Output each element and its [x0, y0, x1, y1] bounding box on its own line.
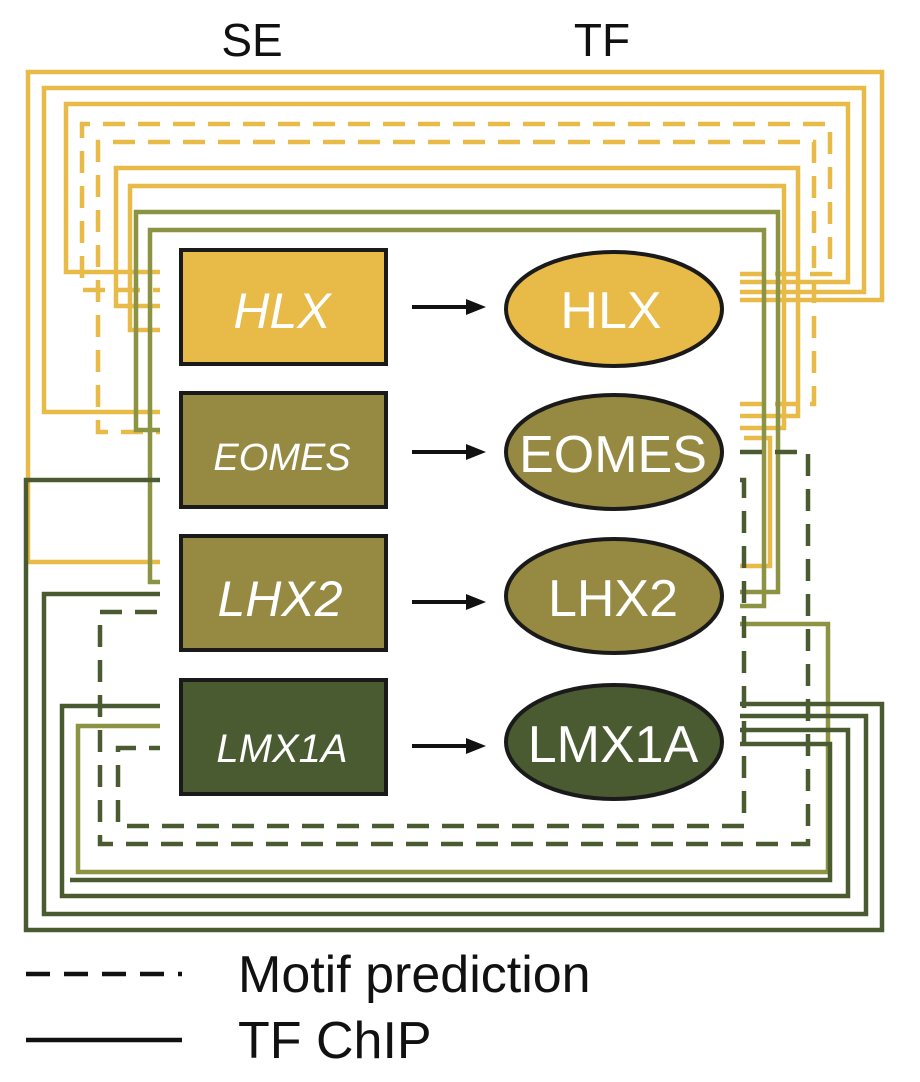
- arrow-lmx1a: [412, 738, 486, 754]
- lmx1a-to-eomes-chip-line: [23, 477, 885, 933]
- expression-arrows: [412, 299, 486, 754]
- tf-node-eomes: EOMES: [504, 393, 724, 511]
- se-box-eomes: EOMES: [179, 391, 388, 509]
- tf-label-hlx: HLX: [560, 282, 661, 340]
- tf-node-lhx2: LHX2: [504, 537, 724, 655]
- tf-node-lmx1a: LMX1A: [504, 683, 724, 801]
- hlx-to-lhx2-chip-line: [25, 69, 885, 565]
- legend-dashed-label: Motif prediction: [238, 946, 591, 1004]
- tf-ellipse-eomes: [504, 393, 724, 511]
- tf-node-hlx: HLX: [504, 250, 724, 368]
- se-gene-column: HLX EOMES LHX2 LMX1A: [179, 248, 388, 796]
- se-label-hlx: HLX: [233, 283, 332, 339]
- arrow-hlx: [412, 299, 486, 315]
- lmx1a-self-loop-line: [59, 703, 851, 899]
- lhx2-to-lmx1a-chip-line: [75, 621, 831, 875]
- lhx2-tf-connections: [75, 209, 831, 875]
- se-box-hlx: HLX: [179, 248, 388, 366]
- arrow-eomes: [412, 444, 486, 460]
- se-box-lhx2: LHX2: [179, 534, 388, 652]
- se-column-header: SE: [221, 14, 282, 66]
- se-box-eomes-rect: [179, 391, 388, 509]
- lhx2-to-eomes-chip-line: [133, 209, 781, 595]
- eomes-to-lmx1a-motif-line: [115, 477, 747, 829]
- eomes-to-lhx2-motif-line: [97, 449, 811, 847]
- se-box-lmx1a: LMX1A: [179, 678, 388, 796]
- tf-label-eomes: EOMES: [519, 426, 707, 484]
- tf-ellipse-lhx2: [504, 537, 724, 655]
- arrow-lhx2: [412, 594, 486, 610]
- hlx-to-eomes-chip-line: [41, 85, 867, 415]
- hlx-to-hlx-motif-line: [79, 121, 833, 293]
- tf-ellipse-lmx1a: [504, 683, 724, 801]
- se-box-lmx1a-rect: [179, 678, 388, 796]
- legend-solid-label: TF ChIP: [238, 1012, 432, 1070]
- tf-label-lhx2: LHX2: [548, 570, 678, 628]
- tf-label-lmx1a: LMX1A: [528, 716, 699, 774]
- tf-ellipse-hlx: [504, 250, 724, 368]
- tf-column-header: TF: [574, 14, 630, 66]
- se-box-hlx-rect: [179, 248, 388, 366]
- se-box-lhx2-rect: [179, 534, 388, 652]
- hlx-to-hlx-chip-inner-line: [113, 165, 801, 419]
- hlx-tf-connections: [25, 69, 885, 569]
- hlx-to-lhx2-short-line: [740, 435, 773, 569]
- se-label-eomes: EOMES: [213, 437, 350, 479]
- lmx1a-tf-connections: [23, 449, 885, 933]
- se-label-lmx1a: LMX1A: [216, 727, 347, 771]
- tf-column: HLX EOMES LHX2 LMX1A: [504, 250, 724, 801]
- lmx1a-to-lhx2-chip-line: [41, 591, 869, 917]
- legend: Motif prediction TF ChIP: [26, 946, 591, 1070]
- lmx1a-outer-chip-line: [70, 741, 833, 883]
- lhx2-to-lhx2-chip-line: [147, 227, 767, 609]
- se-label-lhx2: LHX2: [217, 571, 342, 627]
